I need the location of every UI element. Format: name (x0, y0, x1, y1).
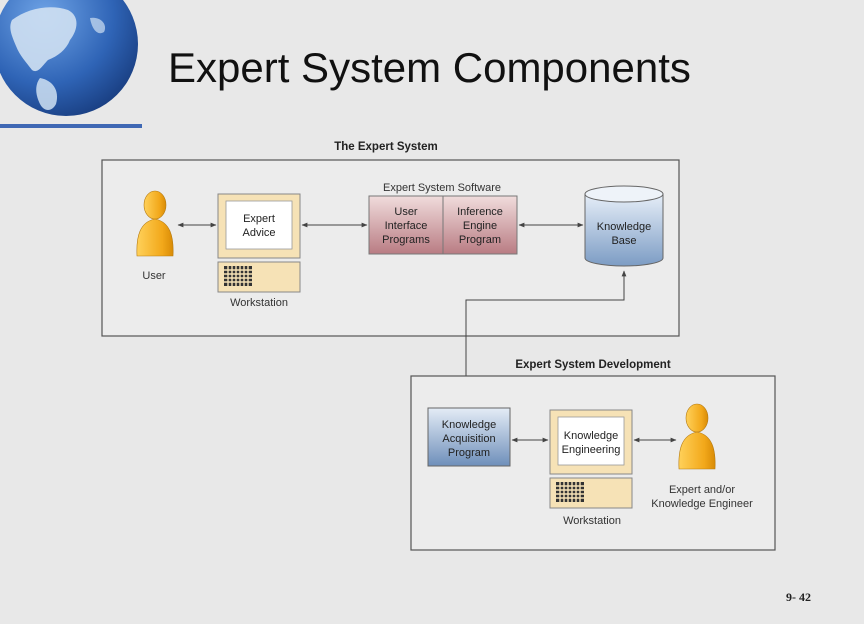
workstation-2-label: Workstation (563, 515, 621, 527)
expert-advice-line-2: Advice (242, 227, 275, 239)
arrow-acquisition-knowledge-base (463, 270, 627, 406)
page-number: 9- 42 (786, 590, 811, 604)
keyboard-icon (224, 266, 252, 286)
ui-programs-line-3: Programs (382, 234, 430, 246)
knowledge-engineering-line-1: Knowledge (564, 430, 618, 442)
expert-person-icon (678, 403, 716, 470)
globe-logo (0, 0, 142, 128)
expert-system-title: The Expert System (334, 141, 438, 153)
knowledge-base-line-2: Base (611, 235, 636, 247)
knowledge-base-cylinder (584, 185, 664, 267)
engineer-line-2: Knowledge Engineer (651, 498, 753, 510)
inference-line-2: Engine (463, 220, 497, 232)
user-person-icon (136, 190, 174, 257)
inference-line-1: Inference (457, 206, 503, 218)
acquisition-line-3: Program (448, 447, 490, 459)
knowledge-base-line-1: Knowledge (597, 221, 651, 233)
expert-advice-line-1: Expert (243, 213, 275, 225)
acquisition-line-1: Knowledge (442, 419, 496, 431)
inference-line-3: Program (459, 234, 501, 246)
software-title: Expert System Software (383, 182, 501, 194)
keyboard-2-icon (556, 482, 584, 502)
workstation-computer-icon (217, 193, 301, 293)
workstation-2-computer-icon (549, 409, 633, 509)
development-title: Expert System Development (515, 359, 670, 371)
knowledge-acquisition-box (427, 407, 511, 467)
workstation-label: Workstation (230, 297, 288, 309)
ui-programs-line-1: User (394, 206, 418, 218)
title-underline (0, 124, 142, 128)
ui-programs-line-2: Interface (385, 220, 428, 232)
slide-title: Expert System Components (168, 44, 691, 91)
acquisition-line-2: Acquisition (442, 433, 495, 445)
user-label: User (142, 270, 166, 282)
engineer-line-1: Expert and/or (669, 484, 735, 496)
knowledge-engineering-line-2: Engineering (562, 444, 621, 456)
